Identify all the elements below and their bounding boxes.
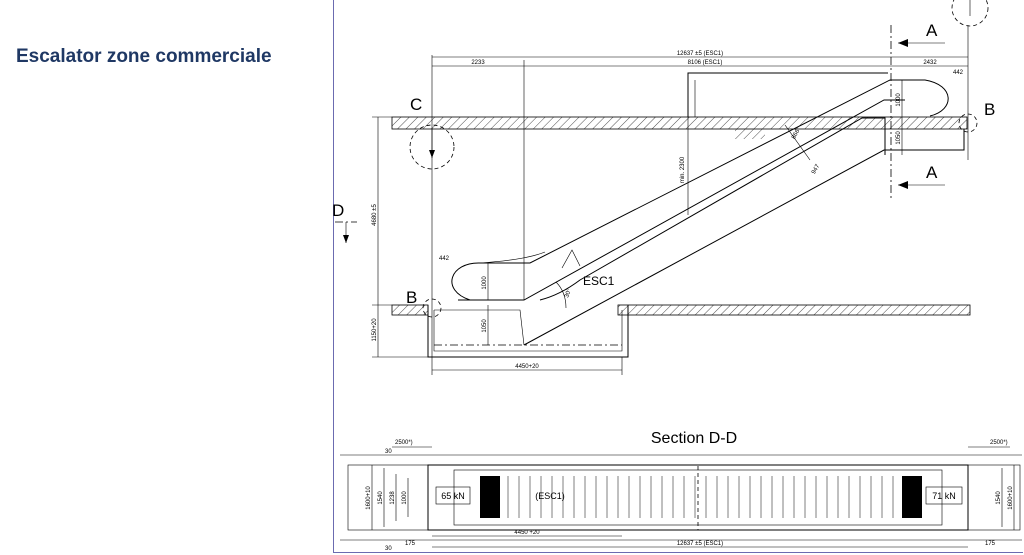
marker-a-top: A [926,21,938,40]
load-left: 65 kN [441,491,465,501]
plan-30-top: 30 [385,449,392,455]
pit-inner [433,310,623,352]
lower-floor-slab-right [617,304,971,316]
plan-w1-left: 1600+10 [366,486,372,510]
slide-title: Escalator zone commerciale [16,46,272,67]
dim-pit-len: 4450+20 [515,364,539,370]
plan-2500-left: 2500*) [395,440,413,446]
dim-min-2300: min. 2300 [680,156,686,183]
dim-right-seg: 2432 [923,60,937,66]
plan-steps [480,476,922,518]
handrail [451,79,949,301]
upper-floor-slab [391,116,968,130]
dim-right-442: 442 [953,70,964,76]
dim-upper-1000: 1000 [896,93,902,107]
plan-175-left: 175 [405,541,416,547]
dim-left-seg: 2233 [471,60,485,66]
dim-left-442: 442 [439,256,450,262]
dim-pit-depth: 1150+20 [372,318,378,342]
plan-escalator-label: (ESC1) [535,491,565,501]
angle-label: 30° [564,288,573,299]
truss-inner [539,117,886,301]
pit-outline [427,305,629,358]
drawing-frame [333,0,1023,553]
dim-lower-1000: 1000 [482,276,488,290]
plan-w1-right: 1600+10 [1008,486,1014,510]
plan-w4-left: 1000 [402,491,408,505]
dim-lower-1050: 1050 [482,319,488,333]
dim-mid-seg: 8106 (ESC1) [688,60,723,66]
marker-a-bottom: A [926,163,938,182]
plan-total: 12637 ±5 (ESC1) [677,541,723,547]
load-box-left [435,486,471,505]
marker-b-right: B [984,100,995,119]
plan-w2-left: 1540 [378,491,384,505]
dim-rise: 4680 ±5 [372,204,378,226]
truss-top [458,99,905,301]
escalator-label: ESC1 [583,274,615,288]
plan-w2-right: 1540 [996,491,1002,505]
dim-947: 947 [811,163,822,175]
load-right: 71 kN [932,491,956,501]
plan-30-bottom: 30 [385,546,392,552]
plan-2500-right: 2500*) [990,440,1008,446]
load-box-right [925,486,963,505]
truss-bottom [523,129,965,346]
marker-c: C [410,95,422,114]
dim-upper-1050: 1050 [896,131,902,145]
plan-175-right: 175 [985,541,996,547]
marker-d: D [332,201,344,220]
section-title: Section D-D [651,430,737,447]
plan-w3-left: 1238 [390,491,396,505]
dim-866: 866 [791,128,802,140]
plan-pit: 4450 +20 [514,530,540,536]
marker-b-left: B [406,288,417,307]
dim-total-top: 12637 ±5 (ESC1) [677,51,723,57]
